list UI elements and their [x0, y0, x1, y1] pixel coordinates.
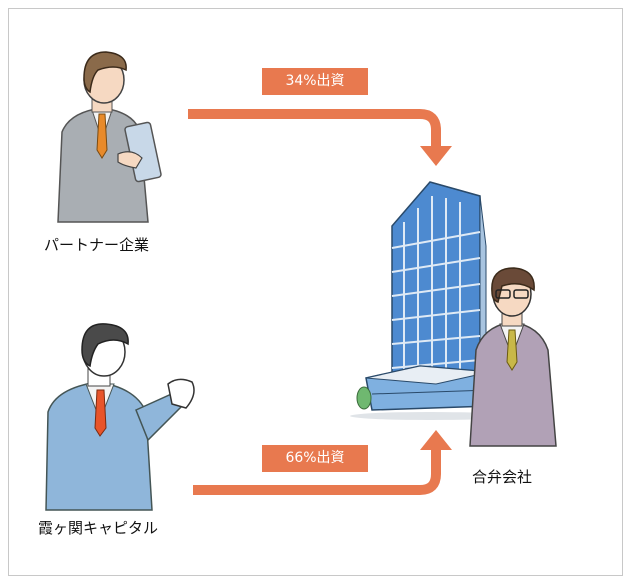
- arrow-partner-to-jv: [188, 109, 441, 148]
- arrow-kasumigaseki-to-jv: [193, 448, 441, 495]
- arrow-head-down: [420, 146, 452, 166]
- partner-person-illustration: [57, 51, 162, 223]
- jv-person-illustration: [469, 267, 557, 447]
- flow-badge-kasumigaseki: 66%出資: [262, 445, 368, 472]
- flow-badge-partner: 34%出資: [262, 68, 368, 95]
- building-illustration: [350, 181, 510, 420]
- jv-label: 合弁会社: [472, 468, 533, 486]
- diagram-frame: [8, 8, 623, 576]
- kasumigaseki-person-illustration: [45, 323, 195, 511]
- arrow-head-up: [420, 430, 452, 450]
- partner-label: パートナー企業: [44, 236, 150, 254]
- kasumigaseki-label: 霞ヶ関キャピタル: [38, 519, 159, 537]
